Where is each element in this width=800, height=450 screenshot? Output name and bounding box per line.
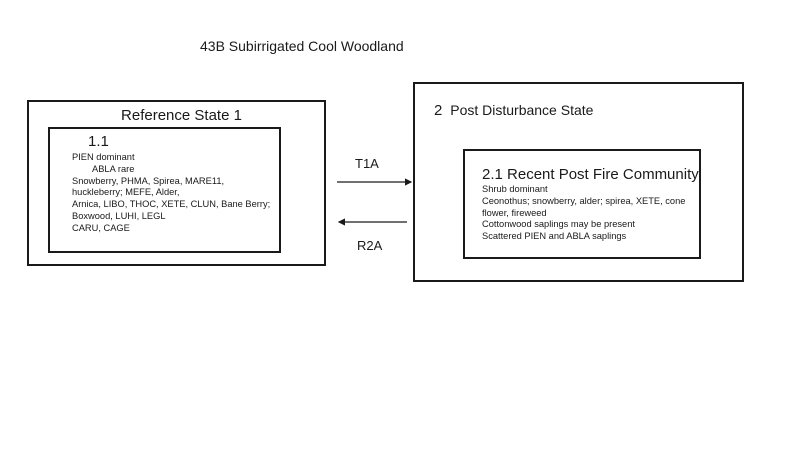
species-line: Cottonwood saplings may be present <box>482 219 635 230</box>
species-line: huckleberry; MEFE, Alder, <box>72 187 180 198</box>
species-line: Scattered PIEN and ABLA saplings <box>482 231 627 242</box>
species-line: Ceonothus; snowberry, alder; spirea, XET… <box>482 195 686 206</box>
species-line: Snowberry, PHMA, Spirea, MARE11, <box>72 175 225 186</box>
community-2-1-title: 2.1 Recent Post Fire Community <box>482 166 699 183</box>
state-name: Post Disturbance State <box>450 102 594 118</box>
species-line: flower, fireweed <box>482 207 547 218</box>
community-1-1-title: 1.1 <box>88 133 109 150</box>
community-2-1-box: 2.1 Recent Post Fire Community Shrub dom… <box>463 149 701 259</box>
community-1-1-box: 1.1 PIEN dominant ABLA rare Snowberry, P… <box>48 127 281 253</box>
species-line: Shrub dominant <box>482 184 548 194</box>
species-line: Boxwood, LUHI, LEGL <box>72 210 166 221</box>
species-line: CARU, CAGE <box>72 222 130 233</box>
community-1-1-species-list: PIEN dominant ABLA rare Snowberry, PHMA,… <box>72 152 270 235</box>
diagram-title: 43B Subirrigated Cool Woodland <box>200 38 404 54</box>
transition-r2a-label: R2A <box>357 238 383 253</box>
reference-state-title: Reference State 1 <box>121 107 242 124</box>
species-line: ABLA rare <box>92 163 135 174</box>
state-number: 2 <box>434 102 443 119</box>
post-disturbance-state-title: 2 Post Disturbance State <box>434 102 593 119</box>
species-line: Arnica, LIBO, THOC, XETE, CLUN, Bane Ber… <box>72 199 271 210</box>
transition-t1a-label: T1A <box>355 156 379 171</box>
community-2-1-species-list: Shrub dominant Ceonothus; snowberry, ald… <box>482 184 685 243</box>
species-line: PIEN dominant <box>72 152 135 162</box>
